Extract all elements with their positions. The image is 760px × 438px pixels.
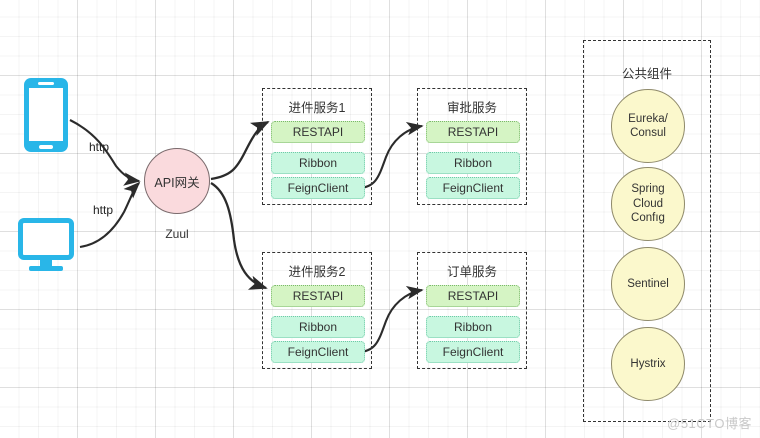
http-label-monitor: http [93,203,114,217]
monitor-neck [40,259,52,267]
api-gateway-sublabel: Zuul [165,227,189,241]
component-line-1: Eureka/ [628,112,668,125]
chip-restapi[interactable]: RESTAPI [271,285,365,307]
api-gateway-label: API网关 [154,175,200,190]
chip-feignclient[interactable]: FeignClient [426,177,520,199]
component-eureka-consul[interactable]: Eureka/ Consul [611,89,685,163]
chip-restapi[interactable]: RESTAPI [271,121,365,143]
component-line-2: Consul [630,127,666,139]
phone-speaker [38,82,54,85]
component-line-1: Sentinel [627,277,669,290]
service-group-a1: 审批服务 RESTAPI Ribbon FeignClient [417,88,527,205]
chip-restapi[interactable]: RESTAPI [426,285,520,307]
service-group-s2: 进件服务2 RESTAPI Ribbon FeignClient [262,252,372,369]
chip-ribbon[interactable]: Ribbon [271,152,365,174]
edge-gateway-to-service1 [210,120,270,181]
chip-feignclient[interactable]: FeignClient [271,341,365,363]
service-title: 进件服务2 [288,265,346,279]
service-title: 进件服务1 [288,101,346,115]
http-label-phone: http [89,140,110,154]
api-gateway-node[interactable]: API网关 [144,148,210,214]
component-line-1: Hystrix [630,357,666,370]
phone-home-button [39,145,53,149]
common-components-panel: 公共组件 Eureka/ Consul Spring Cloud Confıg … [583,40,711,422]
component-sentinel[interactable]: Sentinel [611,247,685,321]
chip-restapi[interactable]: RESTAPI [426,121,520,143]
chip-feignclient[interactable]: FeignClient [271,177,365,199]
edge-gateway-to-service2 [210,182,268,290]
component-line-1: Spring [631,183,665,196]
chip-feignclient[interactable]: FeignClient [426,341,520,363]
watermark: @51CTO博客 [667,416,752,431]
component-spring-cloud-config[interactable]: Spring Cloud Confıg [611,167,685,241]
monitor-frame [18,218,74,260]
service-title: 订单服务 [446,265,497,279]
chip-ribbon[interactable]: Ribbon [426,316,520,338]
service-group-a2: 订单服务 RESTAPI Ribbon FeignClient [417,252,527,369]
service-title: 审批服务 [446,101,497,115]
desktop-monitor-icon [18,218,78,272]
phone-screen [29,88,63,141]
component-line-2: Cloud [632,197,664,210]
component-line-3: Confıg [631,212,665,225]
component-hystrix[interactable]: Hystrix [611,327,685,401]
mobile-phone-icon [24,78,68,152]
chip-ribbon[interactable]: Ribbon [271,316,365,338]
common-components-title: 公共组件 [621,67,672,81]
monitor-base [29,266,63,271]
chip-ribbon[interactable]: Ribbon [426,152,520,174]
service-group-s1: 进件服务1 RESTAPI Ribbon FeignClient [262,88,372,205]
